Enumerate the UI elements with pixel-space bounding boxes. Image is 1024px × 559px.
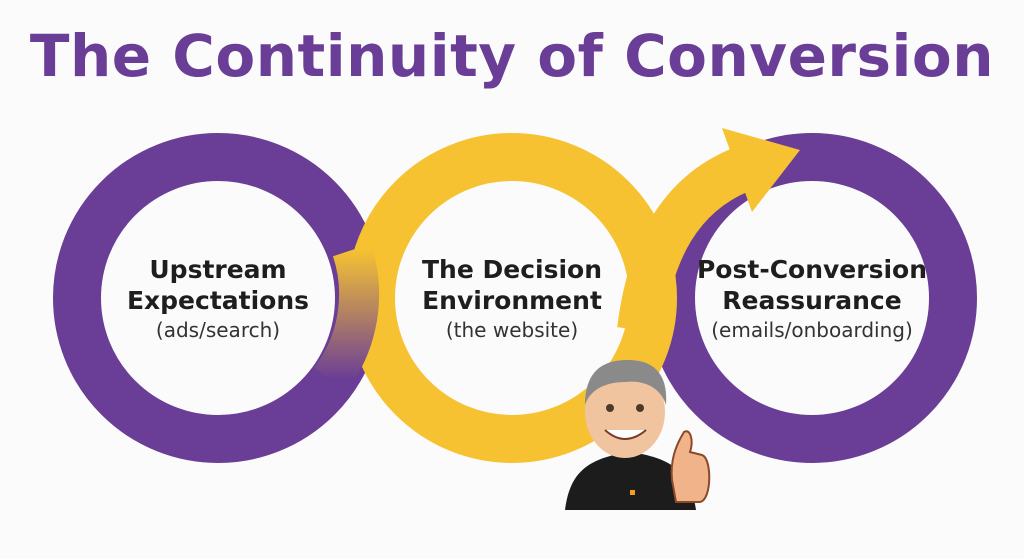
stage-upstream: Upstream Expectations (ads/search) xyxy=(98,254,338,344)
diagram-title: The Continuity of Conversion xyxy=(29,22,995,90)
stage-heading: Expectations xyxy=(126,286,310,315)
mascot-avatar xyxy=(565,360,711,510)
arrow-head-icon xyxy=(722,128,800,212)
stage-subtitle: (ads/search) xyxy=(155,318,281,342)
stage-post-conversion: Post-Conversion Reassurance (emails/onbo… xyxy=(692,254,932,344)
stage-heading: Environment xyxy=(422,286,602,315)
stage-heading: Post-Conversion xyxy=(696,255,928,284)
stage-heading: Upstream xyxy=(149,255,287,284)
stage-decision: The Decision Environment (the website) xyxy=(392,254,632,344)
ring-blend-segment xyxy=(313,243,380,393)
stage-subtitle: (the website) xyxy=(445,318,579,342)
stage-heading: The Decision xyxy=(421,255,603,284)
stage-subtitle: (emails/onboarding) xyxy=(711,318,913,342)
arrow-shaft xyxy=(617,148,750,334)
stage-heading: Reassurance xyxy=(722,286,902,315)
